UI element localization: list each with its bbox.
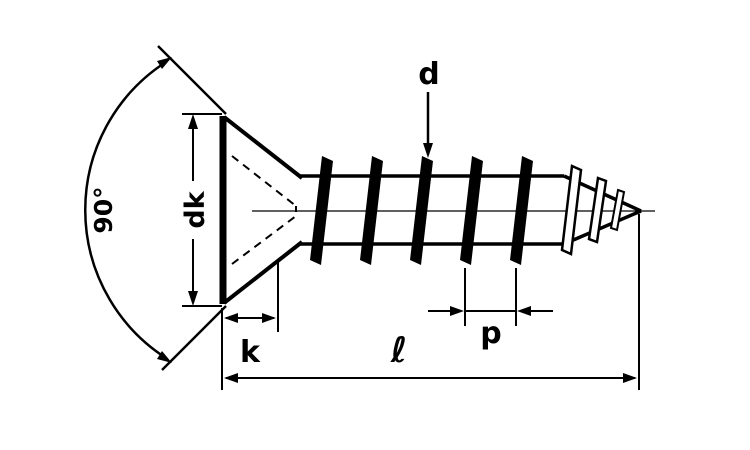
screw-head <box>219 115 304 305</box>
angle-arc <box>83 60 167 360</box>
thread-diameter-label: d <box>418 57 439 92</box>
arrowhead <box>224 373 238 383</box>
thread-crest <box>460 156 483 265</box>
tip-thread-crest <box>587 176 608 244</box>
screw-threads <box>310 156 533 265</box>
arrowhead <box>262 313 276 323</box>
head-hidden-line-bottom <box>231 215 297 265</box>
dim-head-height: k <box>224 260 279 370</box>
thread-crest <box>510 156 533 265</box>
arrowhead <box>157 351 172 363</box>
head-height-label: k <box>240 335 261 370</box>
arrowhead <box>188 114 198 129</box>
arrowhead <box>188 291 198 306</box>
angle-label: 90° <box>89 186 118 233</box>
tip-thread-crest <box>560 164 583 256</box>
length-label: ℓ <box>390 331 408 371</box>
label-mask <box>181 181 211 239</box>
arrowhead <box>157 57 172 69</box>
dim-countersink-angle: 90° <box>83 45 227 371</box>
angle-line-bottom <box>161 305 227 371</box>
angle-line-top <box>157 45 227 115</box>
thread-crest <box>360 156 383 265</box>
arrowhead <box>450 306 464 316</box>
arrowhead <box>517 306 531 316</box>
head-diameter-label: dk <box>180 190 211 228</box>
dim-pitch: p <box>428 268 553 351</box>
tip-thread-crest <box>609 188 626 232</box>
pitch-label: p <box>480 316 501 351</box>
head-cone-bottom <box>222 240 304 305</box>
thread-crest <box>410 156 433 265</box>
tip-bottom <box>563 209 642 246</box>
arrowhead <box>224 313 238 323</box>
arrowhead <box>623 373 637 383</box>
screw-tip-threads <box>560 164 626 256</box>
dim-overall-length: ℓ <box>221 214 640 390</box>
arrowhead <box>423 143 433 158</box>
dim-head-diameter: dk <box>180 113 222 307</box>
head-cone-top <box>222 115 304 180</box>
dim-thread-diameter: d <box>418 57 440 158</box>
thread-crest <box>310 156 333 265</box>
